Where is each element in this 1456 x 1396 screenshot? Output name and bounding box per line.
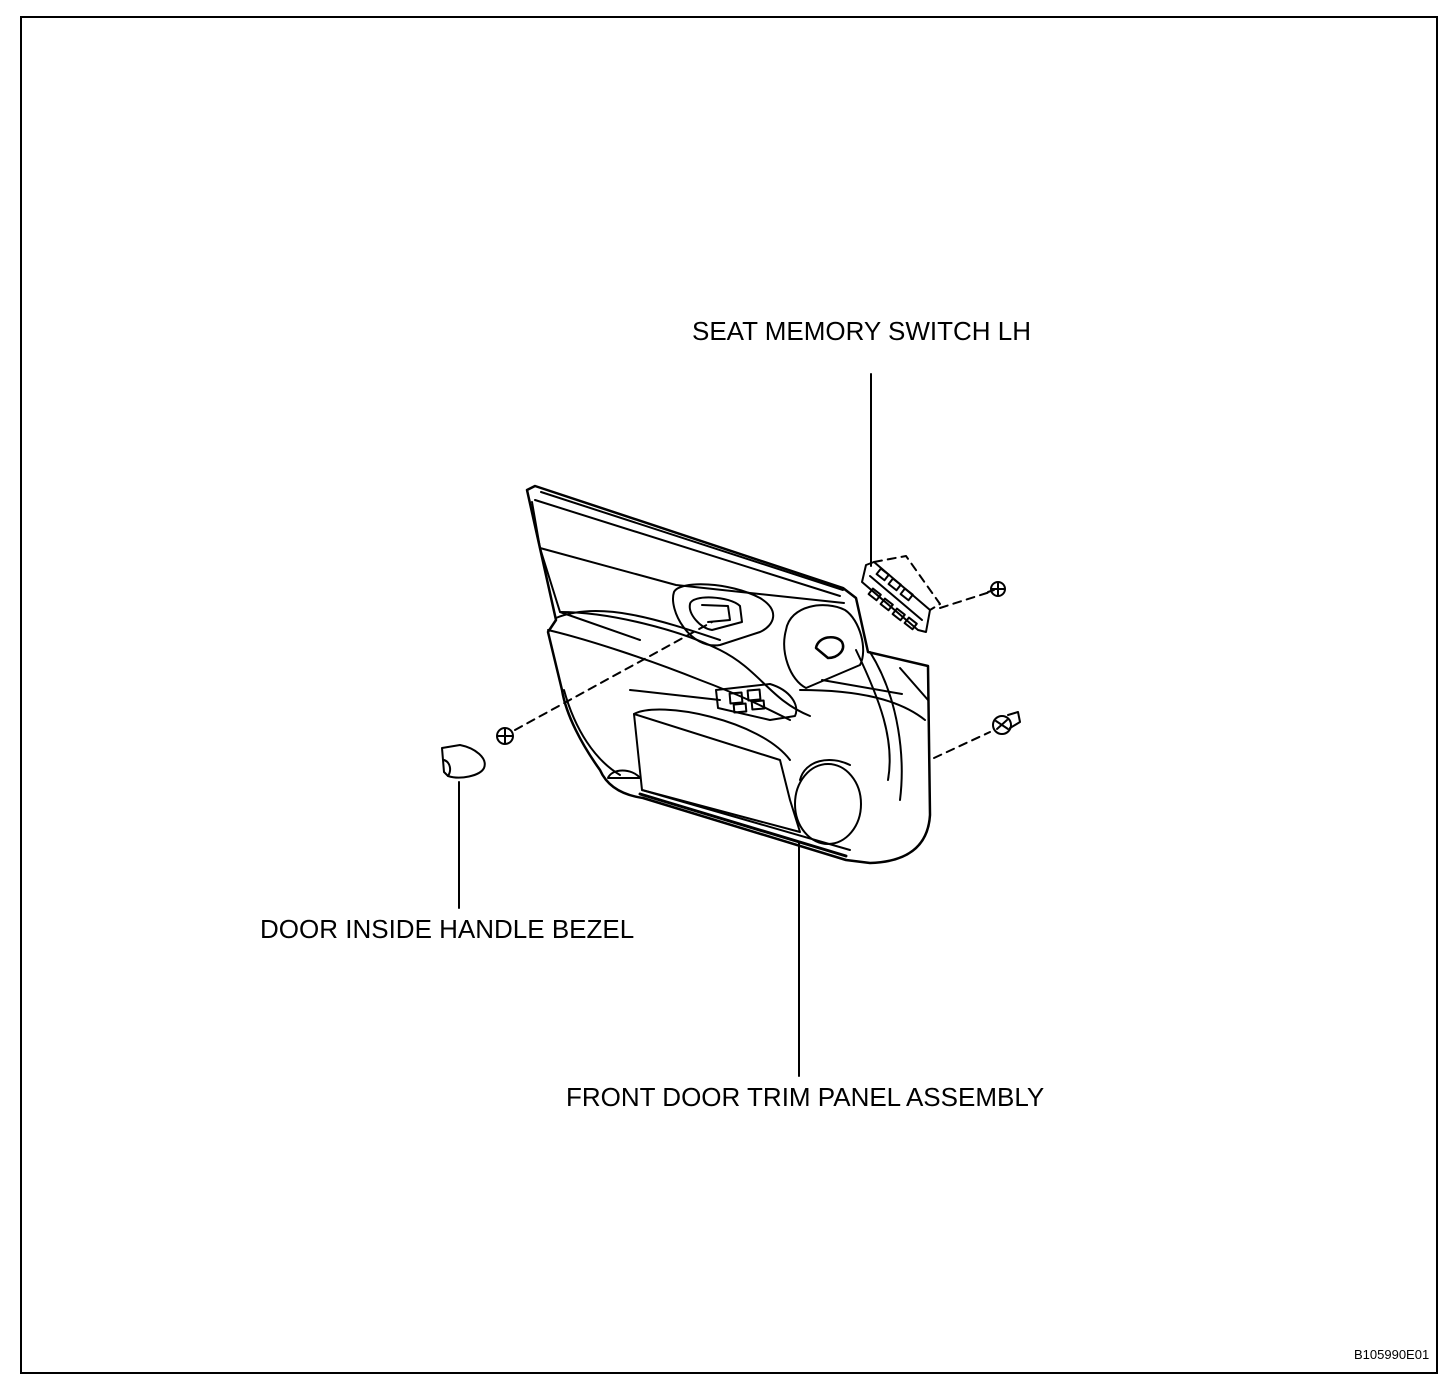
front-door-trim-panel <box>525 484 932 865</box>
screw-left <box>496 727 514 745</box>
clip-lower-right <box>992 711 1021 735</box>
figure-code: B105990E01 <box>1354 1347 1430 1362</box>
door-inside-handle-bezel-part <box>441 744 486 779</box>
label-door-inside-handle-bezel: DOOR INSIDE HANDLE BEZEL <box>260 914 635 944</box>
dashed-guide-left <box>514 621 713 731</box>
dashed-guide-lower-right <box>933 731 991 759</box>
label-seat-memory-switch: SEAT MEMORY SWITCH LH <box>692 316 1032 346</box>
label-front-door-trim-panel: FRONT DOOR TRIM PANEL ASSEMBLY <box>566 1082 1045 1112</box>
seat-memory-switch-part <box>861 555 991 633</box>
screw-upper-right <box>987 581 1006 597</box>
diagram-frame <box>20 16 1438 1374</box>
